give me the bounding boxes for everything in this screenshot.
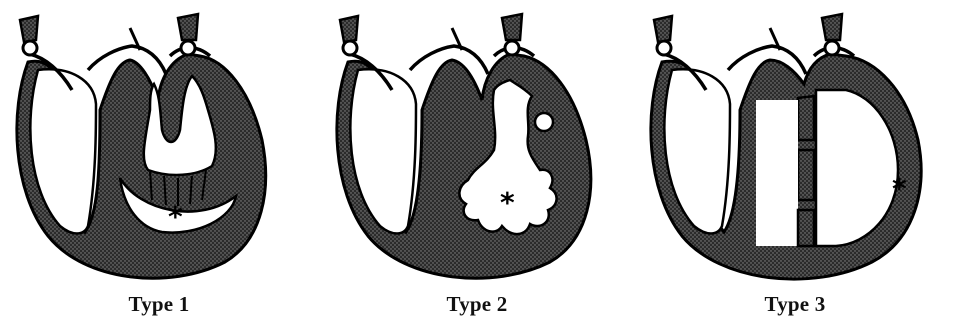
valve-ring-right bbox=[181, 41, 195, 55]
valve-ring-left bbox=[343, 41, 357, 55]
cavity-asterisk: * bbox=[892, 172, 907, 205]
heart-illustration-type-3: * bbox=[636, 0, 954, 290]
heart-illustration-type-1: * bbox=[0, 0, 318, 290]
septum-segment-lower bbox=[798, 210, 814, 246]
vessel-stub-left bbox=[20, 16, 38, 42]
vessel-stub-left bbox=[340, 16, 358, 42]
valve-ring-right bbox=[505, 41, 519, 55]
heart-illustration-type-2: * bbox=[318, 0, 636, 290]
cavity-asterisk: * bbox=[168, 200, 183, 233]
septum-gap-fill bbox=[756, 100, 798, 246]
cavity-asterisk: * bbox=[500, 186, 515, 219]
panel-type-1: * Type 1 bbox=[0, 0, 318, 327]
caption-type-3: Type 3 bbox=[636, 292, 954, 317]
valve-ring-right bbox=[825, 41, 839, 55]
valve-ring-left bbox=[657, 41, 671, 55]
caption-type-2: Type 2 bbox=[318, 292, 636, 317]
caption-type-1: Type 1 bbox=[0, 292, 318, 317]
valve-ring-left bbox=[23, 41, 37, 55]
vessel-stub-right bbox=[178, 14, 198, 40]
vessel-stub-left bbox=[654, 16, 672, 42]
small-lobule bbox=[535, 113, 553, 131]
vessel-stub-right bbox=[822, 14, 842, 40]
panel-type-2: * Type 2 bbox=[318, 0, 636, 327]
vessel-stub-right bbox=[502, 14, 522, 40]
septum-segment-upper bbox=[798, 96, 814, 140]
panel-type-3: * Type 3 bbox=[636, 0, 954, 327]
septum-segment-middle bbox=[798, 150, 814, 200]
